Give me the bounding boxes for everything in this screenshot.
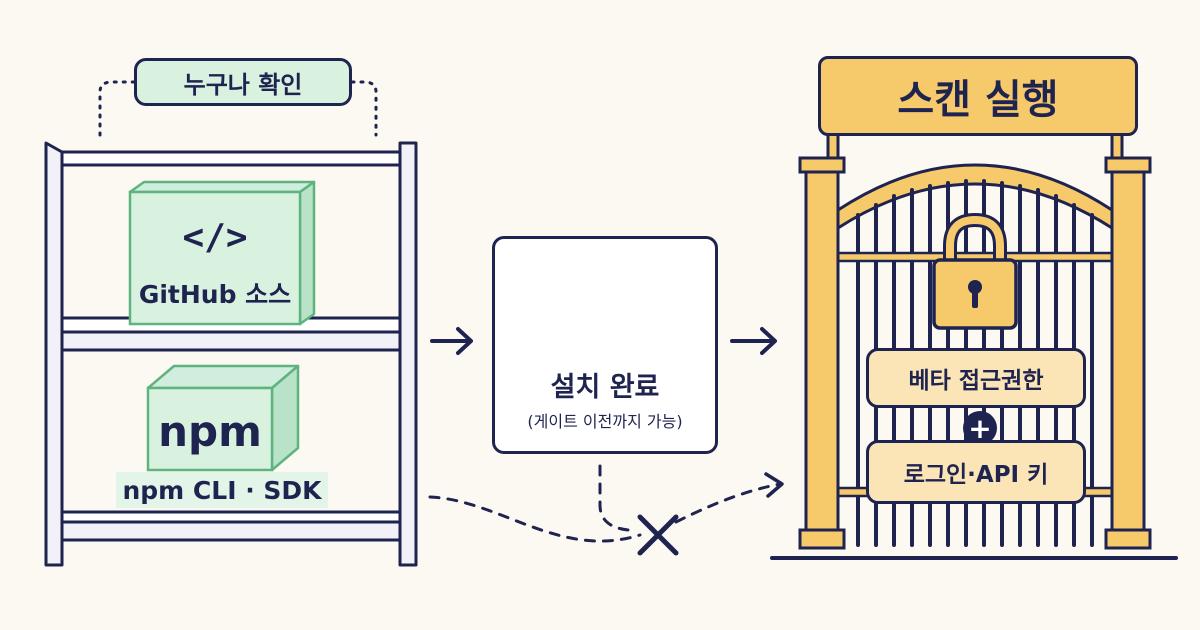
cross-icon [637,514,679,556]
padlock-icon [932,212,1018,330]
scan-run-sign: 스캔 실행 [818,56,1138,136]
github-source-label: GitHub 소스 [138,280,292,309]
beta-access-tag: 베타 접근권한 [866,348,1086,408]
public-check-label: 누구나 확인 [183,70,303,99]
code-icon: </> [182,216,248,258]
plus-icon: + [968,411,992,445]
dotted-bracket [98,80,378,137]
scan-run-title: 스캔 실행 [897,77,1059,123]
login-api-key-label: 로그인·API 키 [903,462,1049,488]
npm-package-box [116,364,328,508]
npm-cli-sdk-label: npm CLI · SDK [122,475,322,505]
beta-access-label: 베타 접근권한 [908,368,1044,394]
blocked-path-to-gate [674,482,782,524]
blocked-path-from-install [598,464,630,532]
install-complete-card [492,236,718,454]
npm-logo: npm [158,406,262,456]
blocked-path-from-npm [428,495,642,543]
shelf [44,141,418,567]
dashed-arrowhead [764,472,784,498]
arrow-to-gate [730,327,777,355]
plus-badge [963,411,997,445]
install-complete-subtitle: (게이트 이전까지 가능) [527,412,683,431]
login-api-key-tag: 로그인·API 키 [866,440,1086,504]
install-complete-title: 설치 완료 [550,371,660,403]
arrow-to-install [430,327,473,355]
github-source-box [128,180,316,326]
public-check-pill: 누구나 확인 [134,58,352,106]
